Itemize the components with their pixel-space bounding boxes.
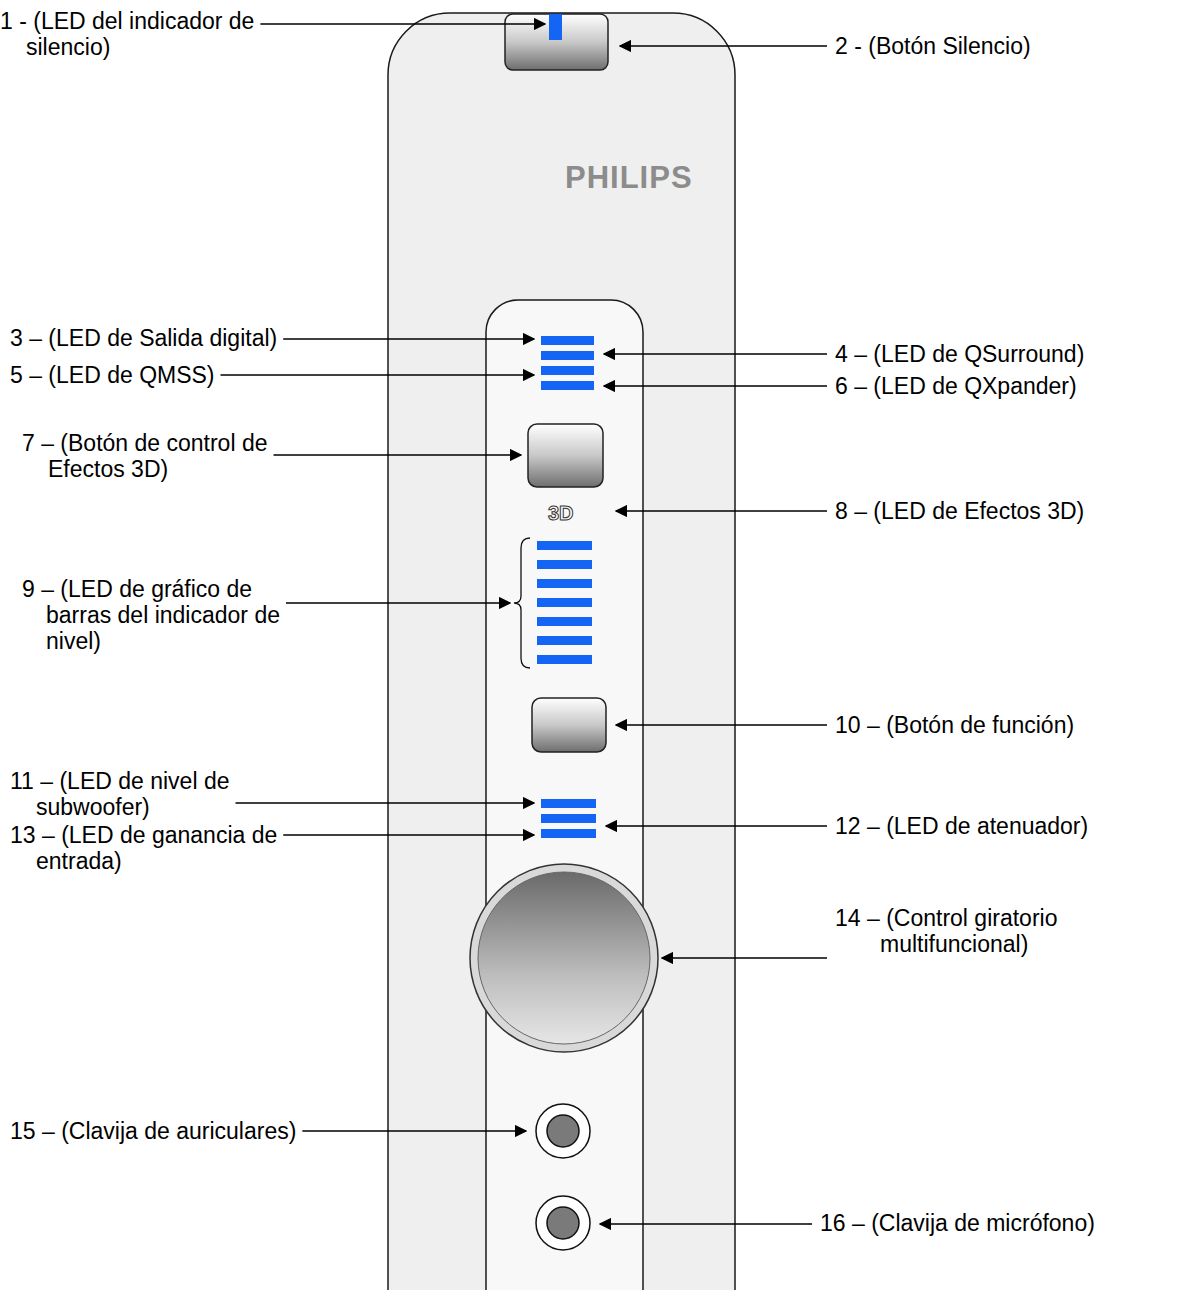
callout-label: 13 – (LED de ganancia de entrada) <box>10 822 298 874</box>
callout-label: 3 – (LED de Salida digital) <box>10 325 350 351</box>
leader-line <box>616 724 827 725</box>
function-button <box>532 698 606 752</box>
brand-logo: PHILIPS <box>565 165 693 191</box>
leader-line <box>606 825 827 826</box>
mode-leds <box>541 336 594 390</box>
leader-line <box>283 834 534 835</box>
leader-line <box>662 957 827 958</box>
leader-line <box>260 23 545 24</box>
rotary-knob-face <box>478 872 650 1044</box>
callout-label: 9 – (LED de gráfico de barras del indica… <box>22 576 321 654</box>
callout-label: 16 – (Clavija de micrófono) <box>820 1210 1180 1236</box>
leader-line <box>286 602 510 603</box>
leader-line <box>616 510 827 511</box>
callout-label: 15 – (Clavija de auriculares) <box>10 1118 350 1144</box>
callout-label: 4 – (LED de QSurround) <box>835 341 1165 367</box>
headphone-jack <box>536 1104 590 1158</box>
callout-label: 8 – (LED de Efectos 3D) <box>835 498 1165 524</box>
device-housing <box>388 13 735 1290</box>
leader-line <box>302 1130 526 1131</box>
callout-label: 6 – (LED de QXpander) <box>835 373 1165 399</box>
callout-label: 1 - (LED del indicador de silencio) <box>0 8 296 60</box>
rotary-knob <box>470 864 658 1052</box>
leader-line <box>274 454 522 455</box>
leader-line <box>604 385 827 386</box>
panel-marking: 3D <box>548 500 574 526</box>
front-panel <box>486 300 643 1290</box>
bracket <box>514 538 530 668</box>
leader-line <box>600 1223 812 1224</box>
jack-hole <box>547 1207 579 1239</box>
mic-jack <box>536 1196 590 1250</box>
callout-label: 12 – (LED de atenuador) <box>835 813 1165 839</box>
callout-label: 7 – (Botón de control de Efectos 3D) <box>22 430 310 482</box>
leader-line <box>236 802 535 803</box>
callout-label: 14 – (Control giratorio multifuncional) <box>835 905 1160 957</box>
callout-label: 10 – (Botón de función) <box>835 712 1175 738</box>
effects-button <box>528 424 603 487</box>
level-bar-graph <box>537 541 592 664</box>
jack-hole <box>547 1115 579 1147</box>
mute-led <box>549 14 562 40</box>
leader-line <box>604 353 827 354</box>
leader-line <box>221 374 534 375</box>
callout-label: 5 – (LED de QMSS) <box>10 362 310 388</box>
setting-leds <box>541 799 596 838</box>
callout-label: 11 – (LED de nivel de subwoofer) <box>10 768 298 820</box>
leader-line <box>283 338 534 339</box>
leader-line <box>620 45 827 46</box>
mute-button <box>505 14 608 70</box>
callout-label: 2 - (Botón Silencio) <box>835 33 1165 59</box>
